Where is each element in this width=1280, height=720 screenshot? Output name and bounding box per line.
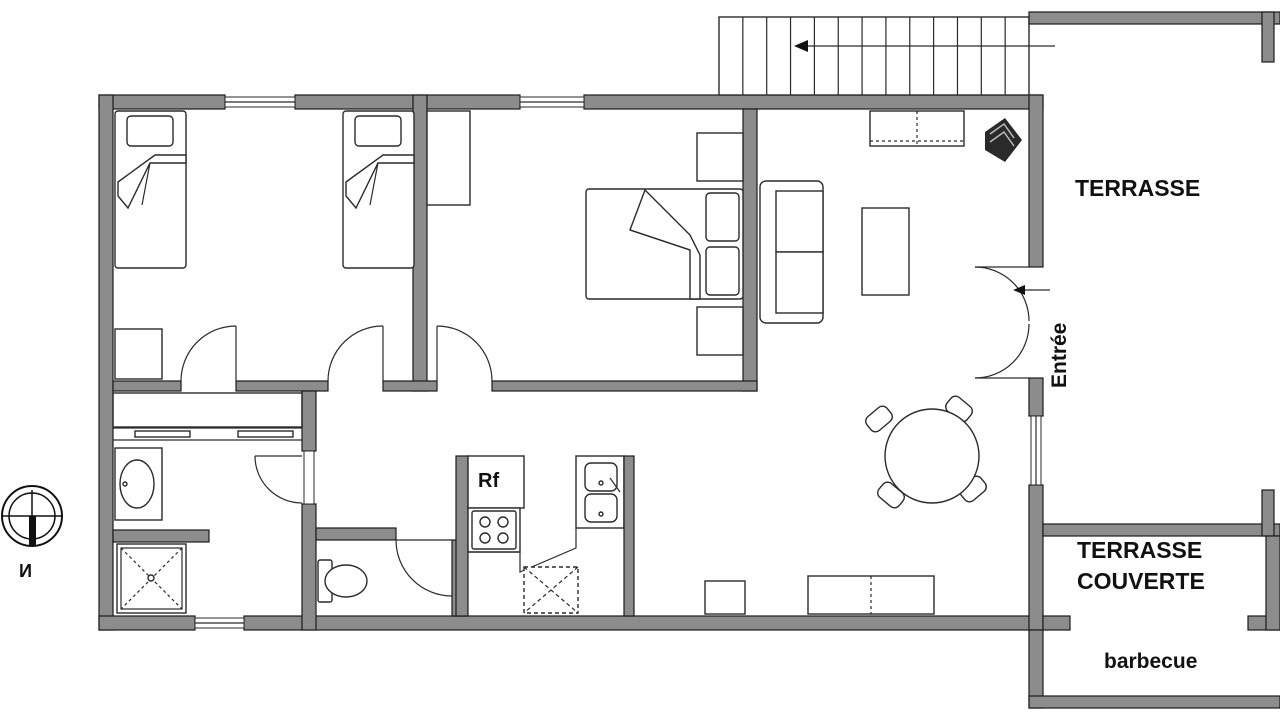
sofa-icon bbox=[759, 180, 824, 324]
wardrobe bbox=[426, 110, 471, 206]
sink-icon bbox=[584, 462, 621, 523]
bed-icon bbox=[114, 110, 187, 269]
nightstand bbox=[696, 132, 744, 182]
side-table bbox=[704, 580, 746, 615]
toilet-icon bbox=[317, 559, 368, 603]
compass-label: N bbox=[19, 561, 32, 581]
barbecue-label: barbecue bbox=[1104, 650, 1197, 673]
stove-heater-icon bbox=[985, 118, 1022, 162]
arrow-icon bbox=[1013, 285, 1025, 295]
terrace bbox=[1013, 11, 1280, 709]
doors bbox=[180, 266, 1030, 597]
sideboard bbox=[807, 575, 935, 615]
sink-icon bbox=[114, 447, 163, 521]
nightstand bbox=[114, 328, 163, 380]
terrace-label: TERRASSE bbox=[1075, 175, 1200, 201]
stove-icon bbox=[471, 510, 517, 550]
bed-icon bbox=[342, 110, 415, 269]
covered-terrace-label-2: COUVERTE bbox=[1077, 568, 1205, 594]
shower-icon bbox=[116, 543, 187, 614]
kitchen: Rf bbox=[467, 455, 635, 617]
nightstand bbox=[696, 306, 744, 356]
exterior-walls bbox=[98, 94, 1044, 631]
dishwasher bbox=[523, 566, 579, 614]
windows bbox=[194, 96, 1042, 629]
fridge-label: Rf bbox=[478, 470, 499, 492]
interior-walls bbox=[112, 94, 758, 631]
dining-table bbox=[865, 395, 987, 509]
covered-terrace-label-1: TERRASSE bbox=[1077, 537, 1202, 563]
hall-closet-doors bbox=[112, 392, 303, 441]
tv-cabinet bbox=[869, 110, 965, 147]
arrow-icon bbox=[794, 40, 808, 52]
bed-icon bbox=[585, 188, 744, 300]
coffee-table bbox=[861, 207, 910, 296]
stairs bbox=[718, 16, 1055, 96]
compass-icon: N bbox=[1, 485, 63, 581]
entry-label: Entrée bbox=[1048, 323, 1071, 388]
